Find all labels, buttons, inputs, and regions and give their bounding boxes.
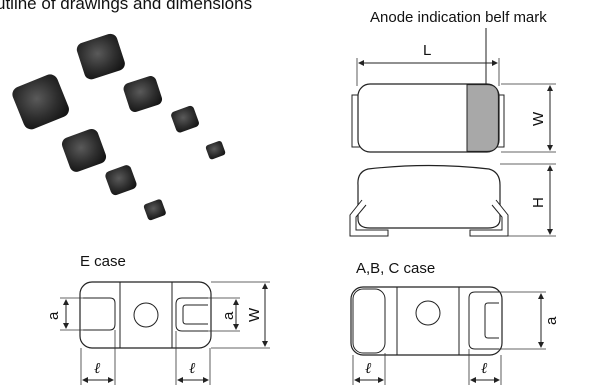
abc-case-drawing: A,B, C case a ℓ ℓ <box>350 260 560 385</box>
abc-case-center-circle <box>415 300 441 326</box>
e-case-label: E case <box>80 253 126 270</box>
dimension-label-l-right: ℓ <box>189 361 195 377</box>
abc-case-label: A,B, C case <box>356 260 435 277</box>
anode-mark-label: Anode indication belf mark <box>370 9 547 26</box>
dimension-label-L: L <box>423 42 431 59</box>
chip-photo <box>171 105 199 133</box>
chip-photo <box>105 165 137 196</box>
e-case-pad-left <box>83 297 116 331</box>
dimension-label-W-ecase: W <box>246 307 263 322</box>
chip-photo <box>12 74 69 130</box>
dimension-label-l-left: ℓ <box>94 361 100 377</box>
dimension-label-l-abc-right: ℓ <box>481 361 487 377</box>
chip-photo <box>123 76 163 112</box>
anode-band <box>466 84 499 152</box>
e-case-center-circle <box>133 302 159 328</box>
page-title: utline of drawings and dimensions <box>0 0 252 13</box>
dimension-label-l-abc-left: ℓ <box>365 361 371 377</box>
chip-photo <box>205 141 226 160</box>
dimension-label-H: H <box>530 197 547 208</box>
lead-right <box>469 199 509 237</box>
capacitor-body-top <box>357 83 500 153</box>
side-view-drawing: H <box>349 163 556 237</box>
abc-case-pad-right <box>468 291 499 350</box>
dimension-label-a-left: a <box>45 311 62 320</box>
capacitor-body-side <box>357 164 501 229</box>
dimension-label-a-abc: a <box>543 316 560 325</box>
lead-left <box>349 199 389 237</box>
dimension-label-a-right: a <box>220 311 237 320</box>
chip-photo <box>61 128 107 172</box>
abc-case-pad-left <box>352 288 386 354</box>
e-case-pad-right <box>175 297 208 332</box>
capacitor-photo <box>12 33 226 221</box>
chip-photo <box>143 199 166 221</box>
abc-case-pad-right-inner <box>484 302 499 339</box>
chip-photo <box>76 33 125 80</box>
e-case-pad-right-inner <box>182 304 208 325</box>
dimension-label-W: W <box>530 111 547 126</box>
top-view-drawing: Anode indication belf mark L W <box>351 9 556 153</box>
e-case-drawing: E case a a W ℓ <box>45 253 270 385</box>
